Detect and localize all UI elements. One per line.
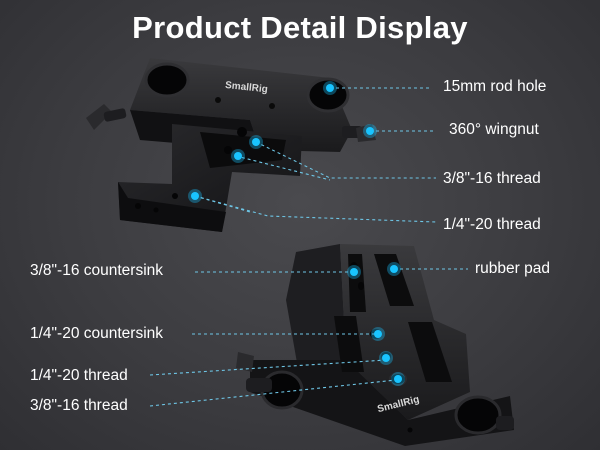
rod-hole-left xyxy=(144,62,190,98)
label-thread-38-upper: 3/8"-16 thread xyxy=(443,170,541,187)
lower-baseplate: SmallRig xyxy=(236,244,514,446)
label-countersink-38: 3/8"-16 countersink xyxy=(30,262,164,279)
label-rubber-pad: rubber pad xyxy=(475,260,550,277)
label-thread-38-lower: 3/8"-16 thread xyxy=(30,397,128,414)
wingnut-left xyxy=(86,104,127,130)
label-thread-14-upper: 1/4"-20 thread xyxy=(443,216,541,233)
wingnut-lower xyxy=(236,352,272,392)
upper-rod-clamp: SmallRig xyxy=(86,58,376,232)
label-thread-14-lower: 1/4"-20 thread xyxy=(30,367,128,384)
rod-hole-lower-right xyxy=(454,395,502,435)
label-wingnut: 360° wingnut xyxy=(449,121,539,138)
brand-logo: SmallRig xyxy=(225,80,269,95)
rod-hole-right xyxy=(306,77,350,113)
label-countersink-14: 1/4"-20 countersink xyxy=(30,325,164,342)
page-title: Product Detail Display xyxy=(132,10,468,45)
label-rod-hole: 15mm rod hole xyxy=(443,78,547,95)
callout-dots xyxy=(188,81,405,386)
leader-lines xyxy=(149,87,468,407)
